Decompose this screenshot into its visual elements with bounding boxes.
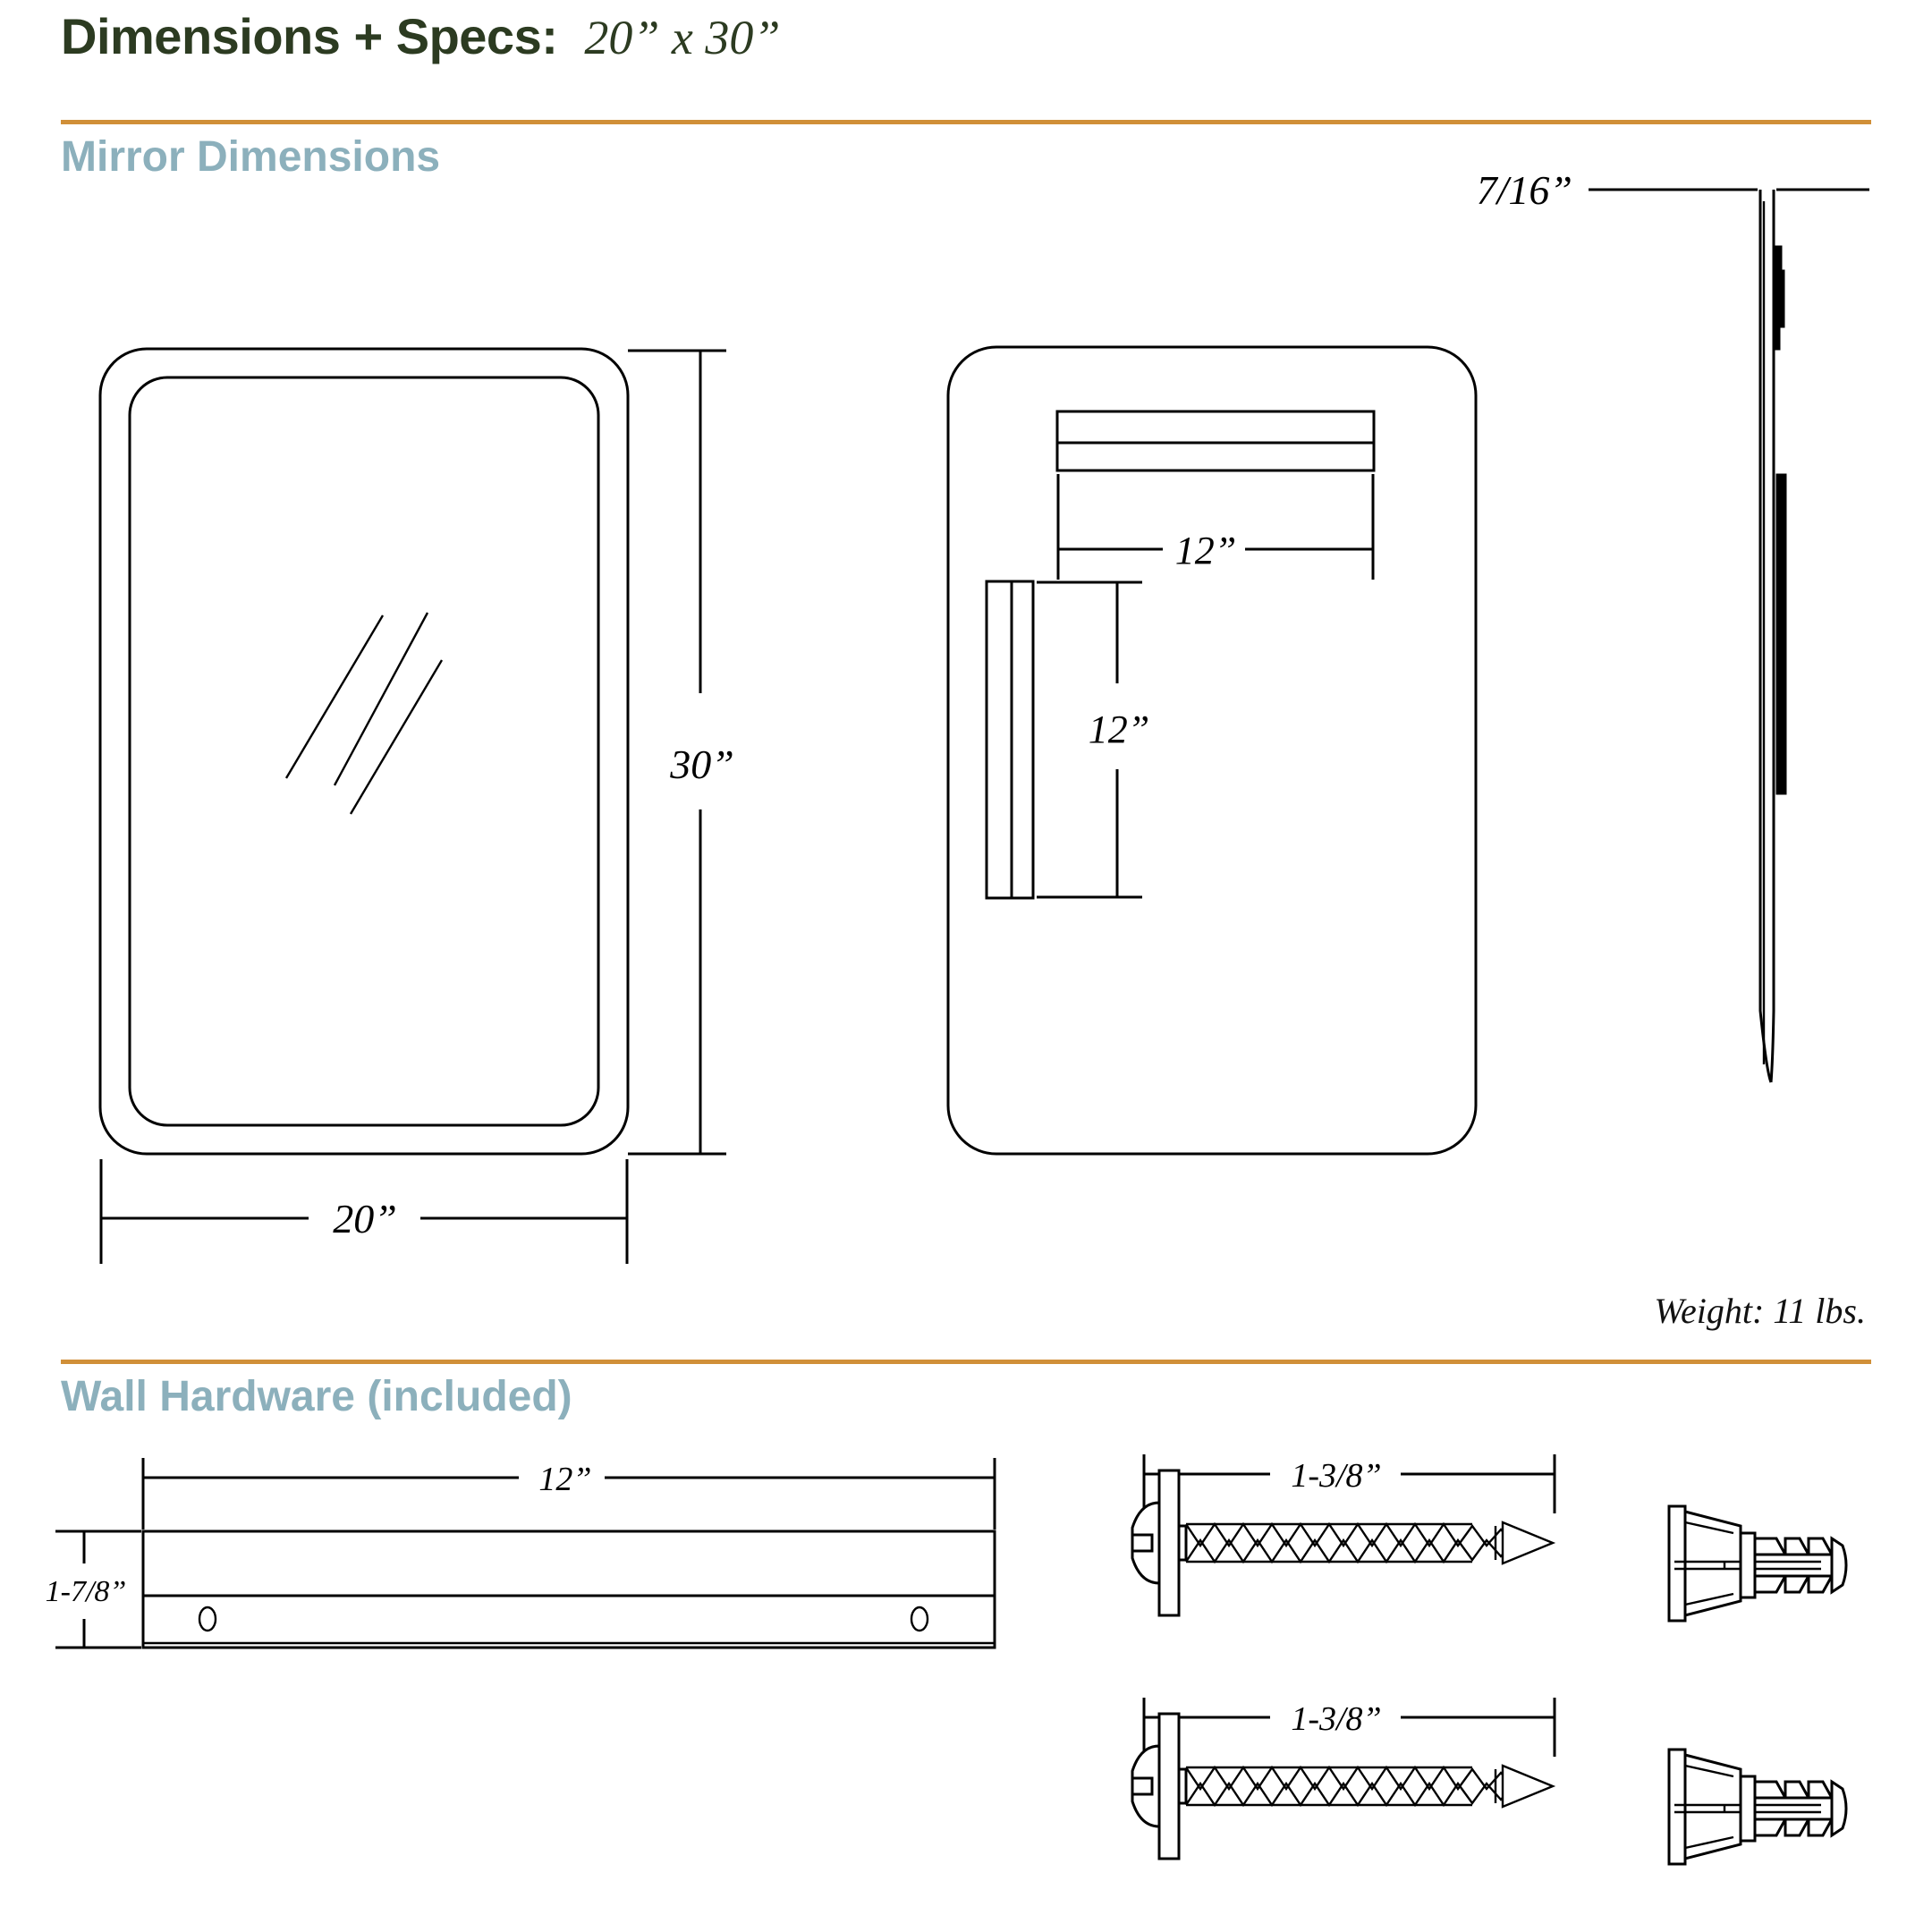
- section-heading-mirror: Mirror Dimensions: [61, 133, 441, 181]
- wall-anchor-assembly: [1667, 1504, 1848, 1623]
- dimension-cleat-length-12: 12”: [141, 1458, 996, 1530]
- dimension-cleat-horizontal-12: 12”: [1056, 474, 1375, 580]
- dimension-width-label: 20”: [333, 1196, 397, 1241]
- wall-cleat: 12” 1-7/8”: [46, 1458, 996, 1649]
- dimension-cleat-length-label: 12”: [538, 1461, 591, 1498]
- mirror-glint-icon: [284, 612, 444, 815]
- dimension-depth-7-16: 7/16”: [1477, 167, 1869, 213]
- wall-anchor-assembly: [1667, 1748, 1848, 1866]
- page-title: Dimensions + Specs: 20” x 30”: [61, 7, 780, 65]
- cleat-body: [141, 1530, 996, 1649]
- dimension-screw-length-label: 1-3/8”: [1291, 1457, 1381, 1495]
- screw-assembly: 1-3/8”: [1131, 1698, 1556, 1860]
- mirror-back-outline: [946, 345, 1478, 1156]
- wall-anchor-icon: [1667, 1748, 1848, 1866]
- mirror-back-view: 12” 12”: [946, 345, 1478, 1156]
- dimension-height-label: 30”: [669, 741, 734, 787]
- mirror-side-view: 7/16”: [1477, 167, 1869, 1083]
- back-horizontal-cleat: [1055, 410, 1376, 472]
- dimension-screw-length-1: 1-3/8”: [1142, 1454, 1556, 1513]
- dimension-cleat-vertical-label: 12”: [1089, 708, 1149, 751]
- dimension-height-30: 30”: [628, 349, 734, 1156]
- cleat-screw-hole: [910, 1606, 929, 1632]
- mirror-front-view: [98, 347, 630, 1156]
- dimension-cleat-horizontal-label: 12”: [1175, 529, 1236, 572]
- cleat-screw-hole: [198, 1606, 217, 1632]
- dimension-depth-label: 7/16”: [1477, 167, 1572, 213]
- dimension-screw-length-label: 1-3/8”: [1291, 1700, 1381, 1738]
- wall-anchor-icon: [1667, 1504, 1848, 1623]
- dimension-cleat-height: 1-7/8”: [46, 1530, 141, 1649]
- dimension-width-20: 20”: [99, 1159, 629, 1264]
- section-heading-hardware: Wall Hardware (included): [61, 1373, 572, 1420]
- mirror-outer-frame: [98, 347, 630, 1156]
- wall-hardware-drawing: 12” 1-7/8”: [0, 1449, 1932, 1932]
- back-vertical-cleat: [985, 580, 1035, 900]
- page-title-main: Dimensions + Specs:: [61, 8, 558, 64]
- screw-assembly: 1-3/8”: [1131, 1454, 1556, 1617]
- divider-top: [61, 120, 1871, 124]
- divider-middle: [61, 1360, 1871, 1364]
- page-title-size: 20” x 30”: [584, 11, 781, 64]
- weight-text: Weight: 11 lbs.: [1654, 1291, 1866, 1331]
- mirror-dimensions-drawing: 30” 20”: [0, 152, 1932, 1270]
- dimension-cleat-vertical-12: 12”: [1037, 580, 1149, 899]
- dimension-cleat-height-label: 1-7/8”: [46, 1575, 127, 1608]
- mirror-glass-edge: [128, 376, 600, 1127]
- dimension-screw-length-2: 1-3/8”: [1142, 1698, 1556, 1757]
